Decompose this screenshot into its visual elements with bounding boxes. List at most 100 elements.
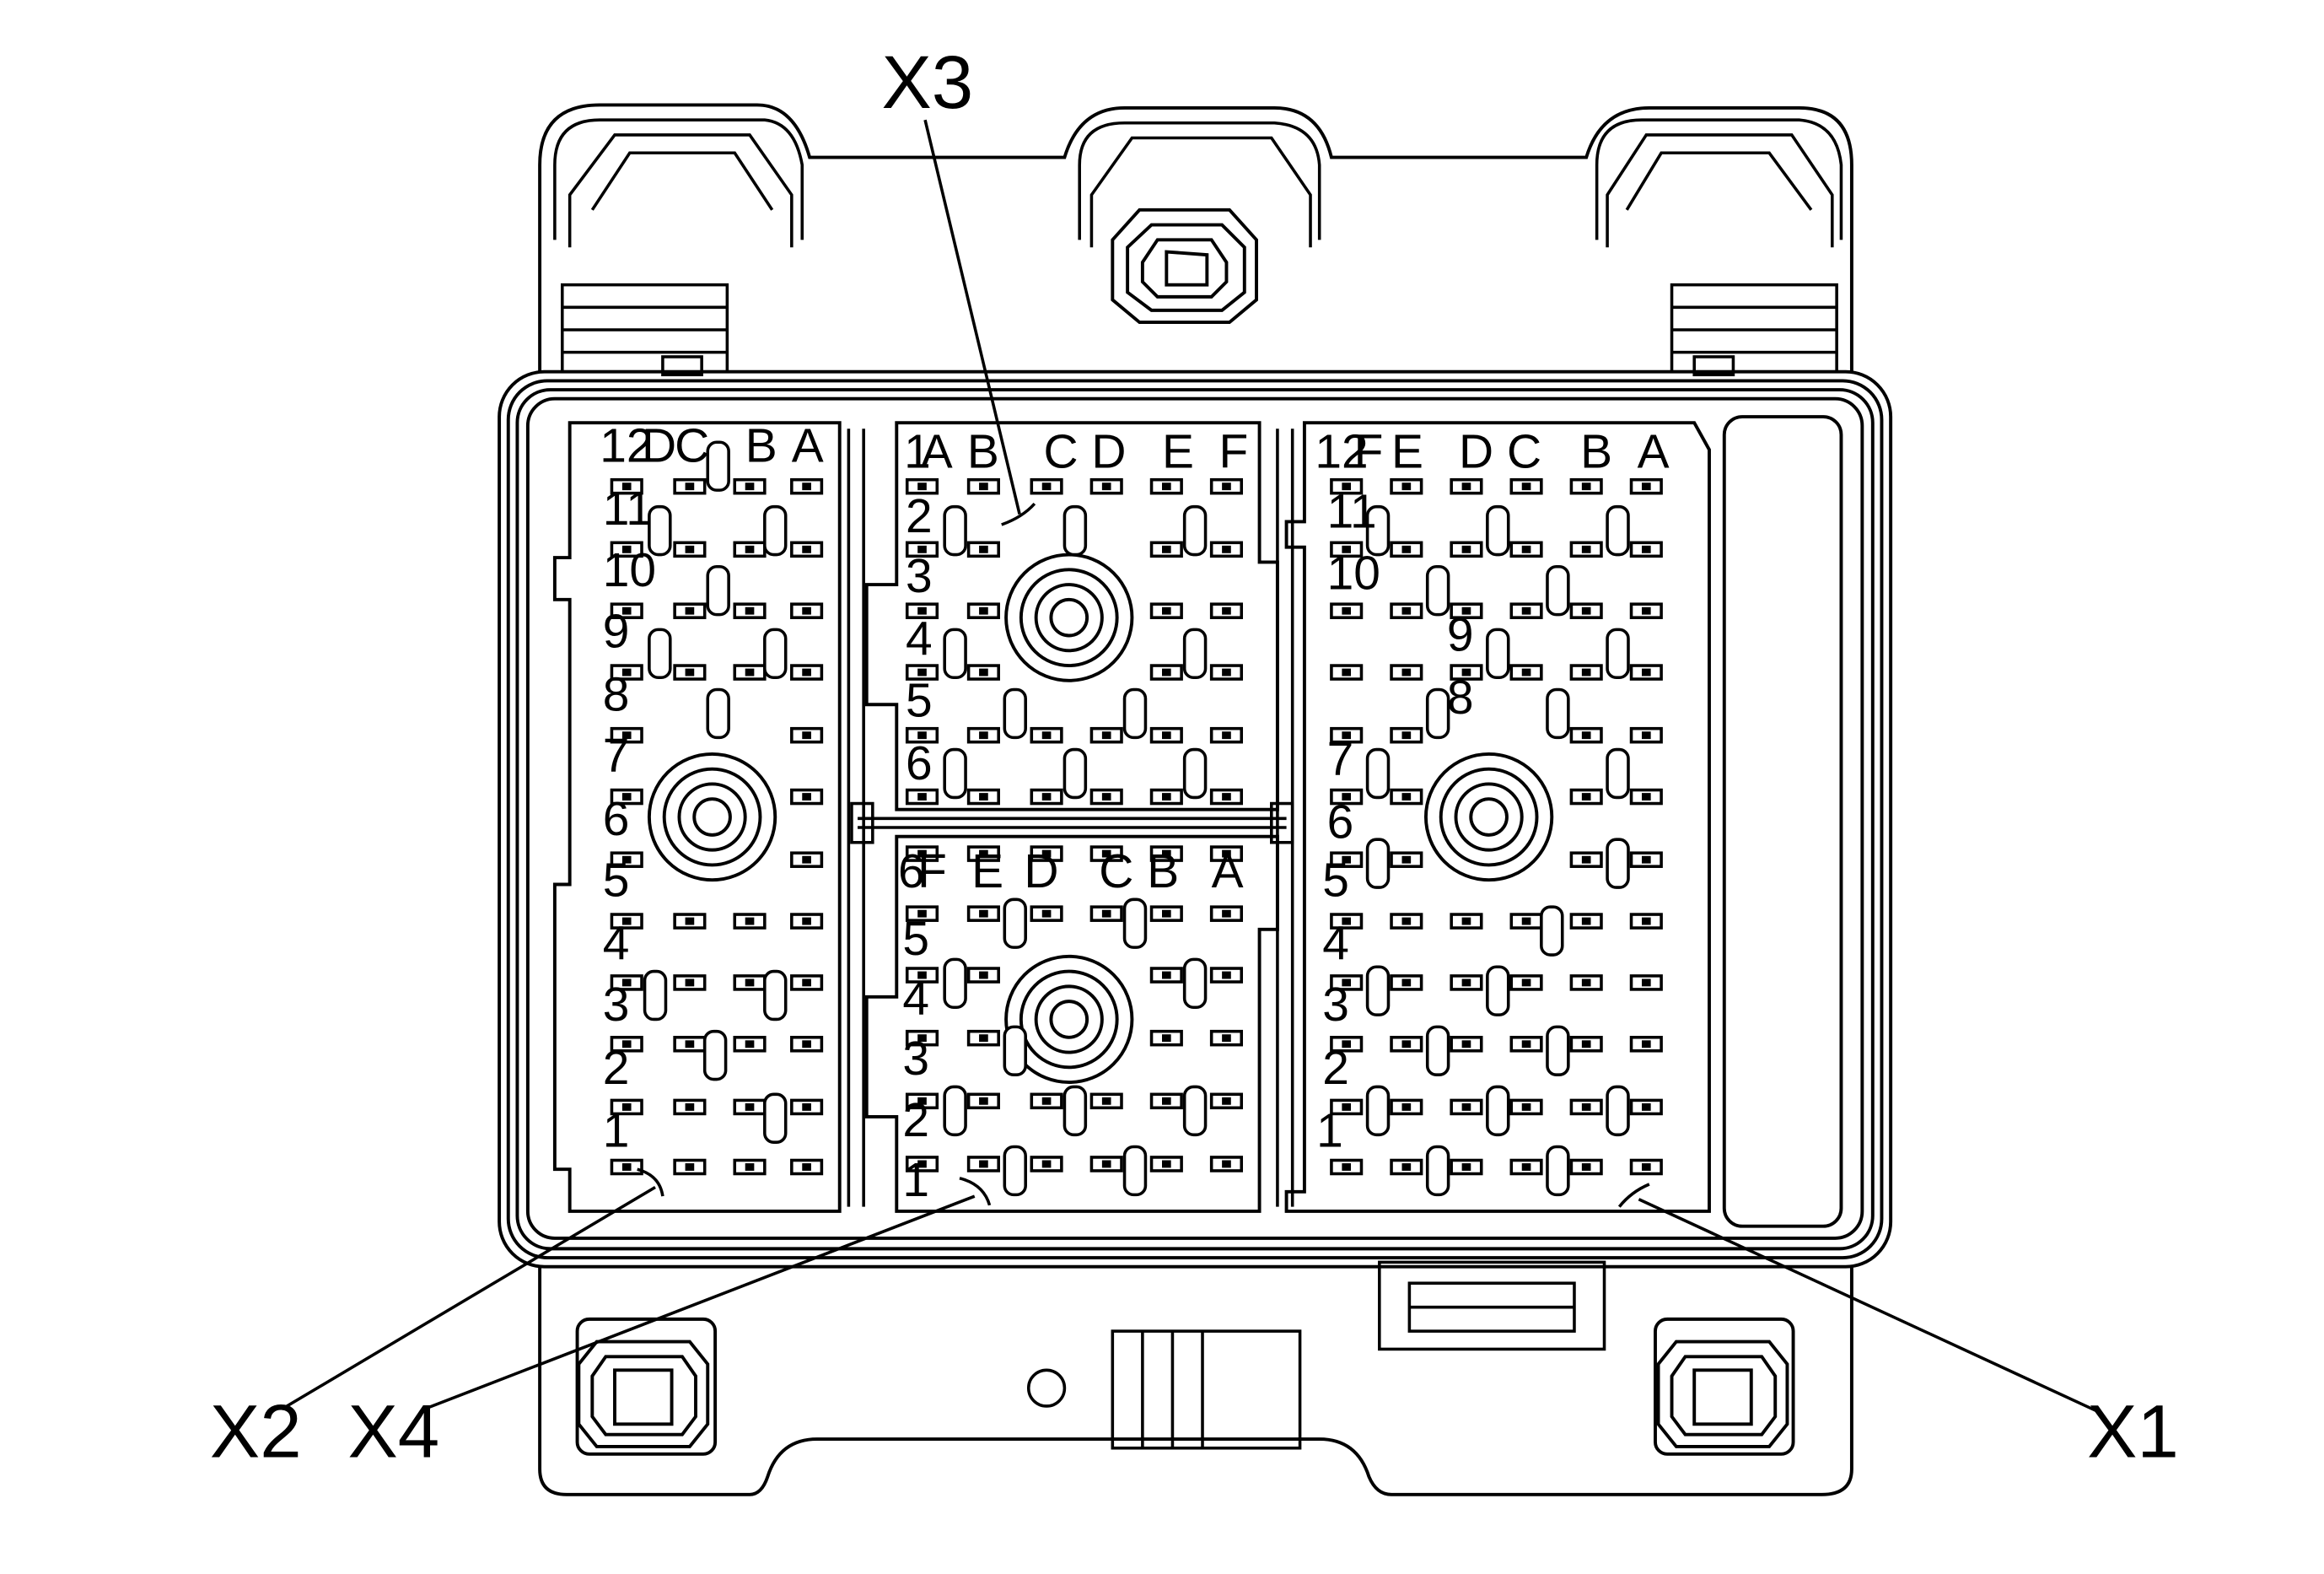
- terminal-cavity: [1089, 788, 1123, 806]
- x3-row-label: 6: [906, 737, 933, 790]
- terminal-cavity: [790, 974, 824, 991]
- terminal-lock-tab: [1606, 504, 1630, 557]
- x3-row-label: 4: [906, 613, 933, 666]
- terminal-cavity: [790, 602, 824, 619]
- terminal-contact: [685, 1040, 695, 1048]
- terminal-cavity: [610, 788, 643, 806]
- terminal-cavity: [966, 1029, 1000, 1047]
- terminal-cavity: [905, 1029, 939, 1047]
- x2-row-label: 1: [603, 1105, 630, 1158]
- terminal-contact: [1641, 545, 1651, 553]
- terminal-contact: [745, 482, 755, 491]
- terminal-contact: [802, 978, 811, 987]
- callout-x4: X4: [348, 1389, 440, 1473]
- terminal-cavity: [1149, 664, 1183, 681]
- terminal-contact: [1101, 793, 1111, 800]
- terminal-contact: [1041, 849, 1052, 858]
- terminal-cavity: [905, 477, 939, 495]
- terminal-cavity: [790, 1158, 824, 1176]
- terminal-contact: [1461, 545, 1471, 553]
- terminal-cavity: [1330, 788, 1364, 806]
- terminal-cavity: [610, 726, 643, 744]
- terminal-cavities: [610, 440, 1663, 1197]
- terminal-lock-tab: [943, 628, 967, 680]
- terminal-cavity: [1149, 845, 1183, 862]
- terminal-contact: [745, 606, 755, 615]
- x3-col-label: C: [1044, 425, 1079, 478]
- x1-row-label: 11: [1327, 486, 1377, 539]
- terminal-contact: [1342, 917, 1352, 925]
- terminal-contact: [1222, 1034, 1231, 1043]
- terminal-lock-tab: [943, 957, 967, 1010]
- bolt-top-icon: [1111, 208, 1258, 325]
- terminal-contact: [917, 849, 927, 858]
- terminal-cavity: [1390, 851, 1423, 868]
- terminal-cavity: [966, 788, 1000, 806]
- terminal-lock-tab: [943, 504, 967, 557]
- terminal-contact: [1581, 917, 1591, 925]
- terminal-contact: [802, 793, 811, 800]
- terminal-contact: [621, 1163, 632, 1171]
- terminal-cavity: [1209, 541, 1244, 558]
- terminal-cavity: [1569, 1036, 1603, 1053]
- x4-row-label: 6: [898, 845, 925, 898]
- terminal-contact: [685, 1163, 695, 1171]
- x2-leader-line: [281, 1185, 656, 1411]
- terminal-cavity: [905, 541, 939, 558]
- terminal-contact: [1162, 1034, 1171, 1043]
- terminal-cavity: [1330, 851, 1364, 868]
- x1-row-label: 5: [1322, 854, 1349, 908]
- terminal-cavity: [966, 967, 1000, 984]
- terminal-contact: [1342, 731, 1352, 740]
- terminal-cavity: [966, 541, 1000, 558]
- x3-row-label: 1: [904, 425, 931, 478]
- terminal-cavity: [1629, 974, 1663, 991]
- connector-x1-seal: [1423, 752, 1554, 882]
- terminal-lock-tab: [1425, 1025, 1450, 1076]
- terminal-cavity: [610, 1158, 643, 1176]
- terminal-contact: [1581, 1163, 1591, 1171]
- terminal-contact: [979, 731, 988, 740]
- terminal-contact: [1461, 668, 1471, 676]
- terminal-cavity: [1089, 477, 1123, 495]
- terminal-contact: [979, 1097, 988, 1105]
- terminal-cavity: [610, 974, 643, 991]
- x1-row-label: 7: [1327, 733, 1354, 786]
- terminal-lock-tab: [763, 628, 788, 680]
- terminal-cavity: [1330, 477, 1364, 495]
- terminal-cavity: [1209, 726, 1244, 744]
- terminal-contact: [1401, 606, 1412, 615]
- terminal-contact: [1641, 917, 1651, 925]
- x3-col-label: B: [967, 425, 999, 478]
- terminal-cavity: [1629, 477, 1663, 495]
- terminal-contact: [802, 855, 811, 864]
- terminal-cavity: [790, 726, 824, 744]
- terminal-cavity: [790, 1036, 824, 1053]
- terminal-cavity: [1030, 1156, 1063, 1172]
- x2-row-label: 2: [603, 1042, 630, 1095]
- terminal-cavity: [1629, 726, 1663, 744]
- terminal-contact: [1461, 917, 1471, 925]
- terminal-cavity: [905, 905, 939, 922]
- terminal-contact: [685, 978, 695, 987]
- terminal-cavity: [1330, 541, 1364, 558]
- terminal-contact: [621, 1102, 632, 1111]
- terminal-contact: [1041, 482, 1052, 491]
- terminal-cavity: [1030, 845, 1063, 862]
- terminal-contact: [1222, 971, 1231, 979]
- terminal-cavity: [1209, 905, 1244, 922]
- terminal-cavity: [790, 664, 824, 681]
- x4-col-label: B: [1147, 845, 1179, 898]
- terminal-cavity: [1629, 1158, 1663, 1176]
- terminal-lock-tab: [1062, 747, 1088, 800]
- terminal-cavity: [905, 664, 939, 681]
- terminal-contact: [745, 1040, 755, 1048]
- terminal-cavity: [673, 1158, 707, 1176]
- x1-row-label: 10: [1327, 547, 1380, 600]
- terminal-cavity: [1209, 845, 1244, 862]
- terminal-contact: [917, 482, 927, 491]
- terminal-contact: [1342, 606, 1352, 615]
- terminal-cavity: [1149, 726, 1183, 744]
- terminal-lock-tab: [1122, 898, 1148, 949]
- terminal-cavity: [1330, 1158, 1364, 1176]
